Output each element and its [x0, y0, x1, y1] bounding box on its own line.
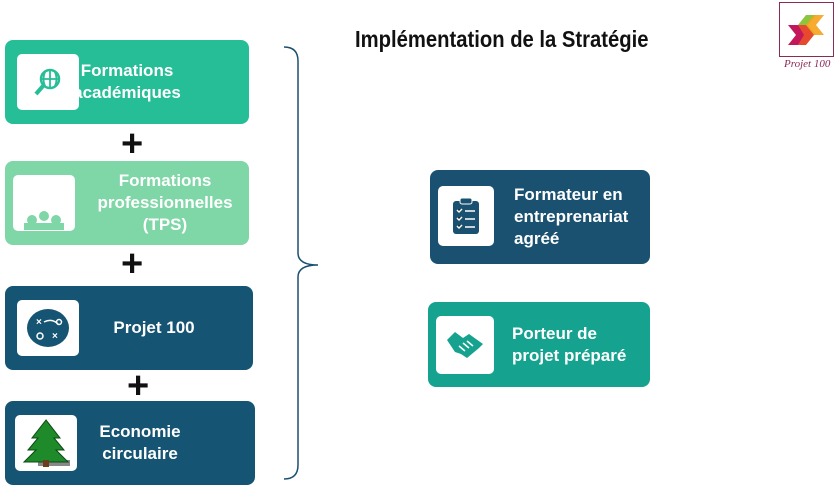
curly-brace [283, 46, 319, 480]
page-title: Implémentation de la Stratégie [355, 26, 649, 52]
item-projet-100: ×× Projet 100 [5, 286, 253, 370]
audience-icon [13, 175, 75, 231]
plus-operator: + [121, 243, 144, 285]
outcome-formateur: Formateur en entreprenariat agréé [430, 170, 650, 264]
handshake-icon [436, 316, 494, 374]
item-formations-professionnelles: Formations professionnelles (TPS) [5, 161, 249, 245]
plus-operator: + [121, 123, 144, 165]
chevrons-logo-icon [788, 15, 824, 45]
strategy-play-icon: ×× [17, 300, 79, 356]
globe-search-icon [17, 54, 79, 110]
logo [779, 2, 834, 57]
svg-text:×: × [52, 331, 58, 342]
checklist-icon [438, 186, 494, 246]
item-formations-academiques: Formations académiques [5, 40, 249, 124]
plus-operator: + [127, 365, 150, 407]
pine-tree-icon [15, 415, 77, 471]
outcome-porteur: Porteur de projet préparé [428, 302, 650, 387]
svg-text:×: × [36, 317, 42, 328]
item-economie-circulaire: Economie circulaire [5, 401, 255, 485]
logo-name: Projet 100 [784, 58, 831, 70]
